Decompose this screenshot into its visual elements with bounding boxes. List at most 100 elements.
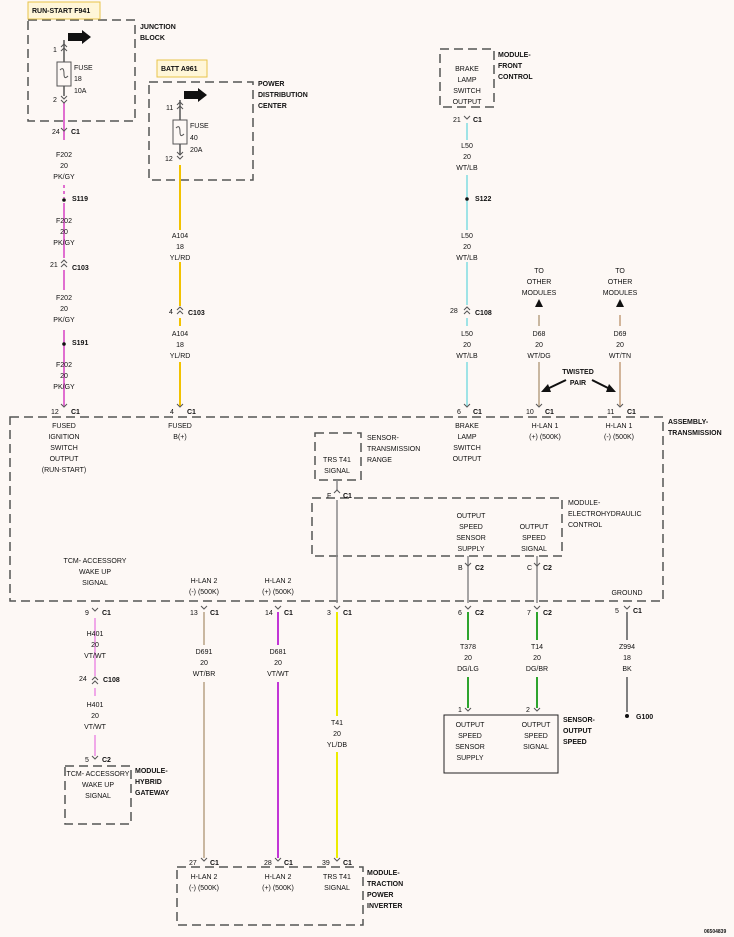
assembly-transmission-title: ASSEMBLY-TRANSMISSION <box>668 419 722 437</box>
wire-label-f202: F202 <box>56 362 72 369</box>
batt-label: BATT A961 <box>161 66 198 73</box>
wire-label-z994: BK <box>622 666 632 673</box>
wire-label-d691: WT/BR <box>193 671 216 678</box>
connector-id: C103 <box>188 310 205 317</box>
fuse-40-label: FUSE <box>190 123 209 130</box>
fuse-40-number: 40 <box>190 135 198 142</box>
connector-chevron <box>333 605 341 610</box>
connector-chevron <box>91 755 99 760</box>
wire-label-f202: 20 <box>60 373 68 380</box>
wire-label-h401: 20 <box>91 642 99 649</box>
wire-label-f202: F202 <box>56 295 72 302</box>
connector-chevron <box>176 151 184 156</box>
wire-label-f202: F202 <box>56 218 72 225</box>
connector-pin: 5 <box>615 608 619 615</box>
connector-chevron <box>176 101 184 106</box>
wire-label-t14: 20 <box>533 655 541 662</box>
wire-label-f202: 20 <box>60 306 68 313</box>
sensor-pin: 1 <box>458 707 462 714</box>
to-other-modules-arrow <box>535 299 543 307</box>
connector-pin: 4 <box>170 409 174 416</box>
connector-chevron <box>464 562 472 567</box>
connector-pin: 28 <box>264 860 272 867</box>
connector-id: C1 <box>633 608 642 615</box>
wire-label-t14: T14 <box>531 644 543 651</box>
connector-id: C1 <box>473 117 482 124</box>
wire-label-f202: 20 <box>60 229 68 236</box>
figure-id: 06504839 <box>704 929 726 935</box>
connector-id: C2 <box>543 565 552 572</box>
connector-chevron <box>623 605 631 610</box>
wire-label-l50: WT/LB <box>456 255 478 262</box>
fuse-40 <box>172 100 188 155</box>
splice-s122: S122 <box>475 196 491 203</box>
connector-id: C1 <box>343 610 352 617</box>
fuse-40-amps: 20A <box>190 147 203 154</box>
connector-id: C2 <box>475 610 484 617</box>
connector-pin: 9 <box>85 610 89 617</box>
power-distribution-center-outline <box>148 81 254 181</box>
connector-chevron <box>60 95 68 100</box>
wire-label-d681: VT/WT <box>267 671 289 678</box>
connector-id: C1 <box>545 409 554 416</box>
connector-chevron <box>533 605 541 610</box>
h-lan-2-pos: H-LAN 2(+) (500K) <box>262 578 294 596</box>
run-start-label: RUN-START F941 <box>32 8 90 15</box>
wire-label-t378: DG/LG <box>457 666 479 673</box>
fuse-18-text: 1 FUSE 18 10A 2 <box>53 47 93 104</box>
twisted-pair-arrowhead <box>541 384 551 392</box>
fuse-18 <box>56 40 72 96</box>
h-lan-1-pos: H-LAN 1(+) (500K) <box>529 423 561 441</box>
wire-label-a104: YL/RD <box>170 255 191 262</box>
connector-id: C1 <box>210 860 219 867</box>
connector-id: C1 <box>71 129 80 136</box>
connector-chevron <box>463 115 471 120</box>
connector-chevron <box>91 680 99 685</box>
fuse-18-label: FUSE <box>74 65 93 72</box>
connector-chevron <box>464 707 472 712</box>
connector-chevron <box>91 676 99 681</box>
connector-pin: 5 <box>85 757 89 764</box>
wire-label-l50: L50 <box>461 233 473 240</box>
wire-label-d681: 20 <box>274 660 282 667</box>
wire-label-l50: WT/LB <box>456 165 478 172</box>
wire-label-z994: 18 <box>623 655 631 662</box>
wire-label-f202: F202 <box>56 152 72 159</box>
junction-block-outline <box>27 19 136 122</box>
connector-id: C1 <box>187 409 196 416</box>
wire-label-z994: Z994 <box>619 644 635 651</box>
wire-labels: F202 20 PK/GY F202 20 PK/GY F202 20 PK/G… <box>53 143 635 749</box>
twisted-pair-arrowhead <box>606 384 616 392</box>
connector-pin: B <box>458 565 463 572</box>
fuse-40-text: 11 FUSE 40 20A 12 <box>165 105 209 163</box>
connector-chevron <box>60 43 68 48</box>
connector-chevron <box>60 263 68 268</box>
splice-s119-dot <box>62 198 66 202</box>
wire-label-t378: T378 <box>460 644 476 651</box>
connector-pin: 28 <box>450 308 458 315</box>
connector-pin: 21 <box>50 262 58 269</box>
connector-id: C1 <box>343 860 352 867</box>
splice-s191: S191 <box>72 340 88 347</box>
connector-symbols <box>60 43 631 862</box>
connector-chevron <box>616 403 624 408</box>
splice-s122-dot <box>465 197 469 201</box>
wire-label-a104: A104 <box>172 233 188 240</box>
connector-chevron <box>200 605 208 610</box>
connector-id: C1 <box>284 860 293 867</box>
connector-chevron <box>176 306 184 311</box>
connector-chevron <box>60 47 68 52</box>
power-arrow <box>68 30 91 44</box>
batt-label-box <box>156 59 208 78</box>
connector-chevron <box>176 155 184 160</box>
wire-label-h401: VT/WT <box>84 653 106 660</box>
wire-label-d68: 20 <box>535 342 543 349</box>
